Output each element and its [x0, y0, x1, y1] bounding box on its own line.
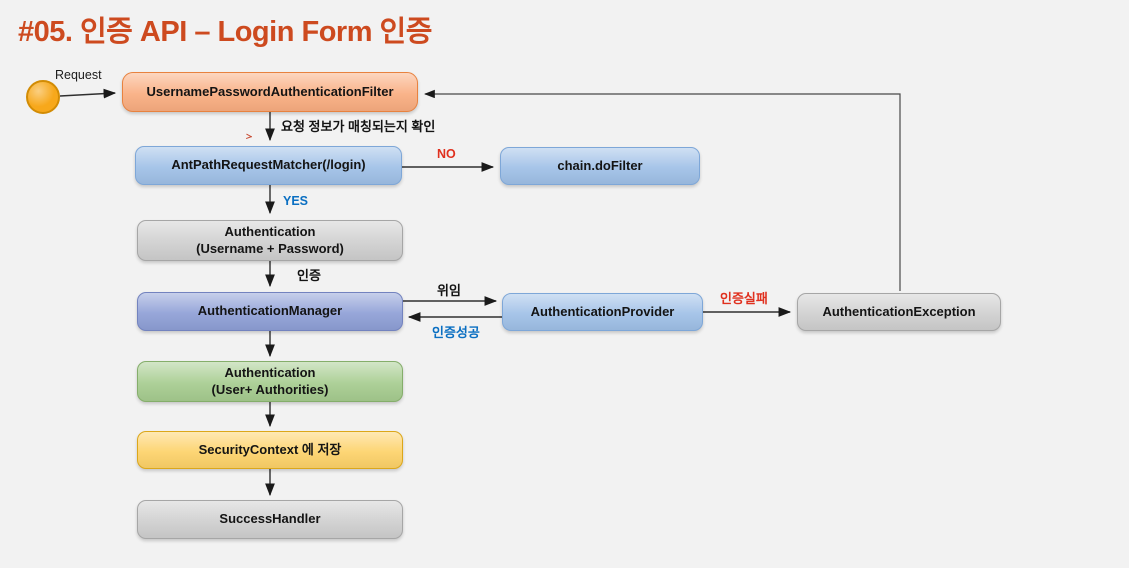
edge-label-no: NO — [437, 147, 456, 161]
edge-label-request: Request — [55, 68, 102, 82]
node-label-line2: (Username + Password) — [196, 240, 344, 256]
node-authentication-manager: AuthenticationManager — [137, 292, 403, 331]
node-label-line2: (User+ Authorities) — [211, 381, 329, 397]
node-authentication-username-password: Authentication (Username + Password) — [137, 220, 403, 261]
arrow-exception-back-to-filter — [424, 89, 901, 291]
node-label-line1: Authentication — [224, 365, 316, 381]
edge-label-yes: YES — [283, 194, 309, 208]
node-label: SecurityContext 에 저장 — [198, 441, 342, 457]
edge-label-auth-success: 인증성공 — [432, 325, 480, 340]
edge-label-delegate: 위임 — [437, 283, 461, 298]
node-authentication-user-authorities: Authentication (User+ Authorities) — [137, 361, 403, 402]
edge-label-auth-fail: 인증실패 — [720, 291, 768, 306]
node-label: UsernamePasswordAuthenticationFilter — [146, 83, 394, 99]
node-security-context-save: SecurityContext 에 저장 — [137, 431, 403, 469]
node-label: AuthenticationException — [822, 303, 976, 319]
node-label: AuthenticationProvider — [530, 303, 675, 319]
node-label: SuccessHandler — [219, 511, 321, 527]
node-authentication-exception: AuthenticationException — [797, 293, 1001, 331]
node-label: chain.doFilter — [557, 157, 643, 173]
node-label: AuthenticationManager — [197, 303, 343, 319]
node-authentication-provider: AuthenticationProvider — [502, 293, 703, 331]
page-title: #05. 인증 API – Login Form 인증 — [18, 16, 432, 48]
node-ant-path-request-matcher: AntPathRequestMatcher(/login) — [135, 146, 402, 185]
node-success-handler: SuccessHandler — [137, 500, 403, 539]
node-label: AntPathRequestMatcher(/login) — [171, 157, 366, 173]
node-username-password-authentication-filter: UsernamePasswordAuthenticationFilter — [122, 72, 418, 112]
node-label-line1: Authentication — [224, 224, 316, 240]
red-annotation-mark — [246, 134, 252, 139]
start-circle — [26, 80, 60, 114]
edge-label-authenticate: 인증 — [297, 268, 321, 283]
arrow-request-to-filter — [59, 88, 117, 99]
node-chain-dofilter: chain.doFilter — [500, 147, 700, 185]
edge-label-match-check: 요청 정보가 매칭되는지 확인 — [281, 119, 436, 134]
